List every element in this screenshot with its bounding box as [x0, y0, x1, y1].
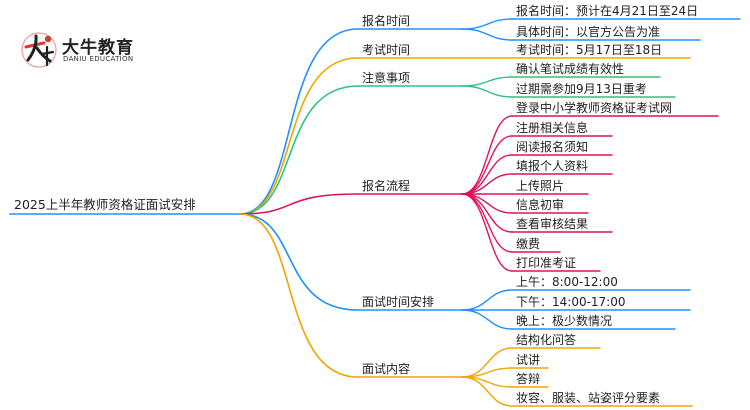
- leaf-label: 妆容、服装、站姿评分要素: [516, 391, 661, 405]
- leaf-label: 结构化问答: [516, 333, 577, 347]
- branch-label: 面试时间安排: [362, 295, 435, 309]
- leaf-connector: [461, 309, 513, 330]
- leaf-label: 阅读报名须知: [516, 140, 589, 154]
- branch-label: 考试时间: [362, 43, 411, 57]
- leaf-label: 信息初审: [516, 198, 565, 212]
- leaf-label: 缴费: [516, 237, 541, 251]
- leaf-label: 报名时间：预计在4月21日至24日: [516, 4, 699, 18]
- leaf-connector: [461, 115, 513, 195]
- leaf-connector: [461, 193, 513, 272]
- branch-connector: [239, 85, 359, 215]
- leaf-connector: [461, 376, 513, 407]
- leaf-label: 打印准考证: [516, 256, 577, 270]
- leaf-label: 登录中小学教师资格证考试网: [516, 101, 673, 115]
- branch-label: 注意事项: [362, 71, 411, 85]
- branch-label: 报名流程: [362, 179, 411, 193]
- branch-connector: [239, 213, 359, 311]
- leaf-label: 上午：8:00-12:00: [516, 275, 618, 289]
- branch-connector: [239, 28, 359, 215]
- leaf-label: 填报个人资料: [516, 159, 589, 173]
- leaf-connector: [461, 289, 513, 311]
- leaf-connector: [461, 18, 513, 30]
- leaf-label: 具体时间：以官方公告为准: [516, 25, 661, 39]
- branch-connector: [239, 57, 359, 215]
- leaf-connector: [461, 193, 513, 233]
- logo-text: 大牛教育: [62, 38, 134, 58]
- branch-connector: [239, 193, 359, 215]
- leaf-label: 试讲: [516, 353, 541, 367]
- root-topic: 2025上半年教师资格证面试安排: [14, 197, 196, 212]
- branch-label: 面试内容: [362, 362, 411, 376]
- branch-label: 报名时间: [362, 14, 411, 28]
- leaf-label: 考试时间：5月17日至18日: [516, 43, 663, 57]
- leaf-connector: [461, 28, 513, 41]
- leaf-label: 查看审核结果: [516, 217, 589, 231]
- leaf-label: 确认笔试成绩有效性: [516, 62, 625, 76]
- leaf-label: 答辩: [516, 372, 541, 386]
- leaf-label: 上传照片: [516, 179, 565, 193]
- logo-subtext: DANIU EDUCATION: [63, 55, 134, 63]
- leaf-label: 过期需参加9月13日重考: [516, 82, 647, 96]
- leaf-connector: [461, 76, 513, 87]
- logo-mark-icon: [21, 32, 57, 68]
- leaf-label: 下午：14:00-17:00: [516, 295, 626, 309]
- logo: 大牛教育 DANIU EDUCATION: [20, 30, 150, 72]
- leaf-label: 晚上：极少数情况: [516, 314, 613, 328]
- leaf-connector: [461, 85, 513, 98]
- leaf-label: 注册相关信息: [516, 121, 589, 135]
- branch-connector: [239, 213, 359, 378]
